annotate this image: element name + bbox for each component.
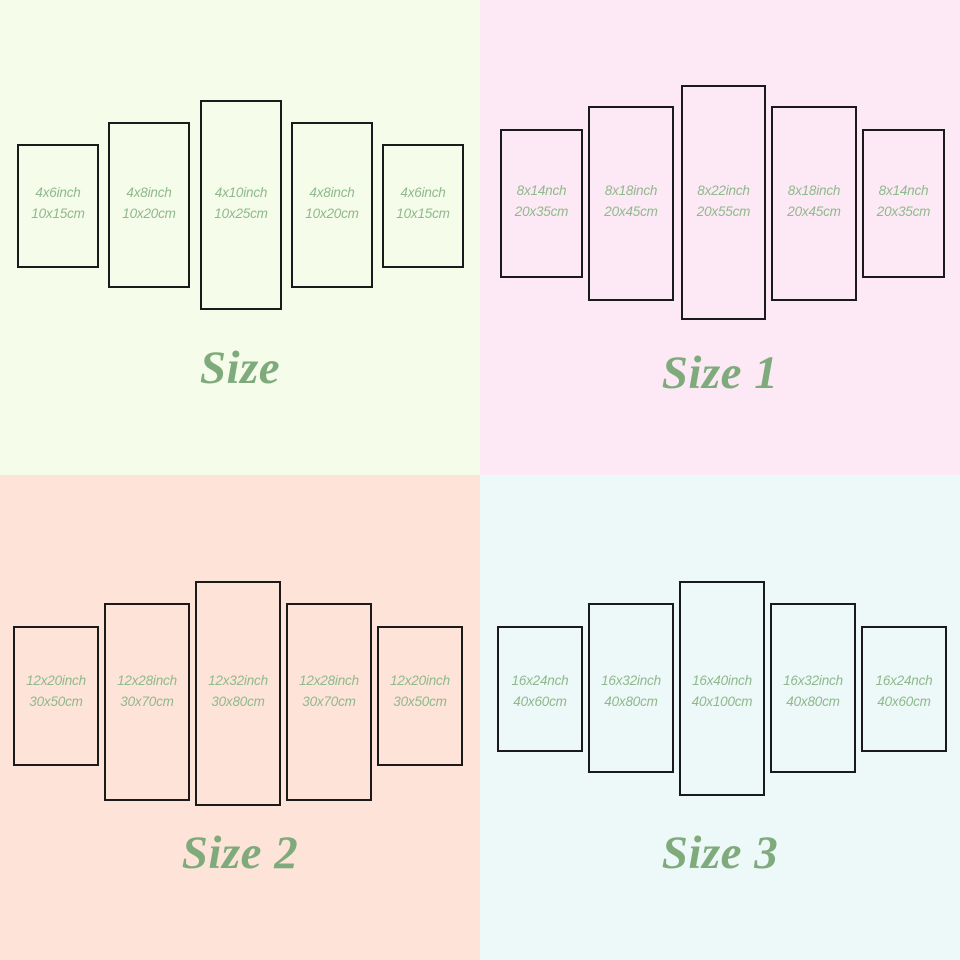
- panel-right-outer: [861, 626, 947, 752]
- panel-right-outer: [377, 626, 463, 766]
- panel-left-outer: [500, 129, 583, 278]
- panel-right-inner: [286, 603, 372, 801]
- panel-left-outer: [13, 626, 99, 766]
- panel-right-outer: [382, 144, 464, 268]
- panel-right-outer: [862, 129, 945, 278]
- panel-right-inner: [771, 106, 857, 301]
- quadrant-title: Size 2: [181, 827, 299, 879]
- panel-center: [200, 100, 282, 310]
- quadrant-title: Size 1: [661, 347, 779, 399]
- panel-left-inner: [588, 603, 674, 773]
- panel-left-inner: [104, 603, 190, 801]
- quadrant-title: Size: [199, 342, 281, 394]
- panel-left-inner: [108, 122, 190, 288]
- panel-left-inner: [588, 106, 674, 301]
- panel-left-outer: [497, 626, 583, 752]
- quadrant-title: Size 3: [661, 827, 779, 879]
- panel-right-inner: [291, 122, 373, 288]
- panel-center: [195, 581, 281, 806]
- panel-left-outer: [17, 144, 99, 268]
- panel-center: [681, 85, 766, 320]
- panel-center: [679, 581, 765, 796]
- panel-right-inner: [770, 603, 856, 773]
